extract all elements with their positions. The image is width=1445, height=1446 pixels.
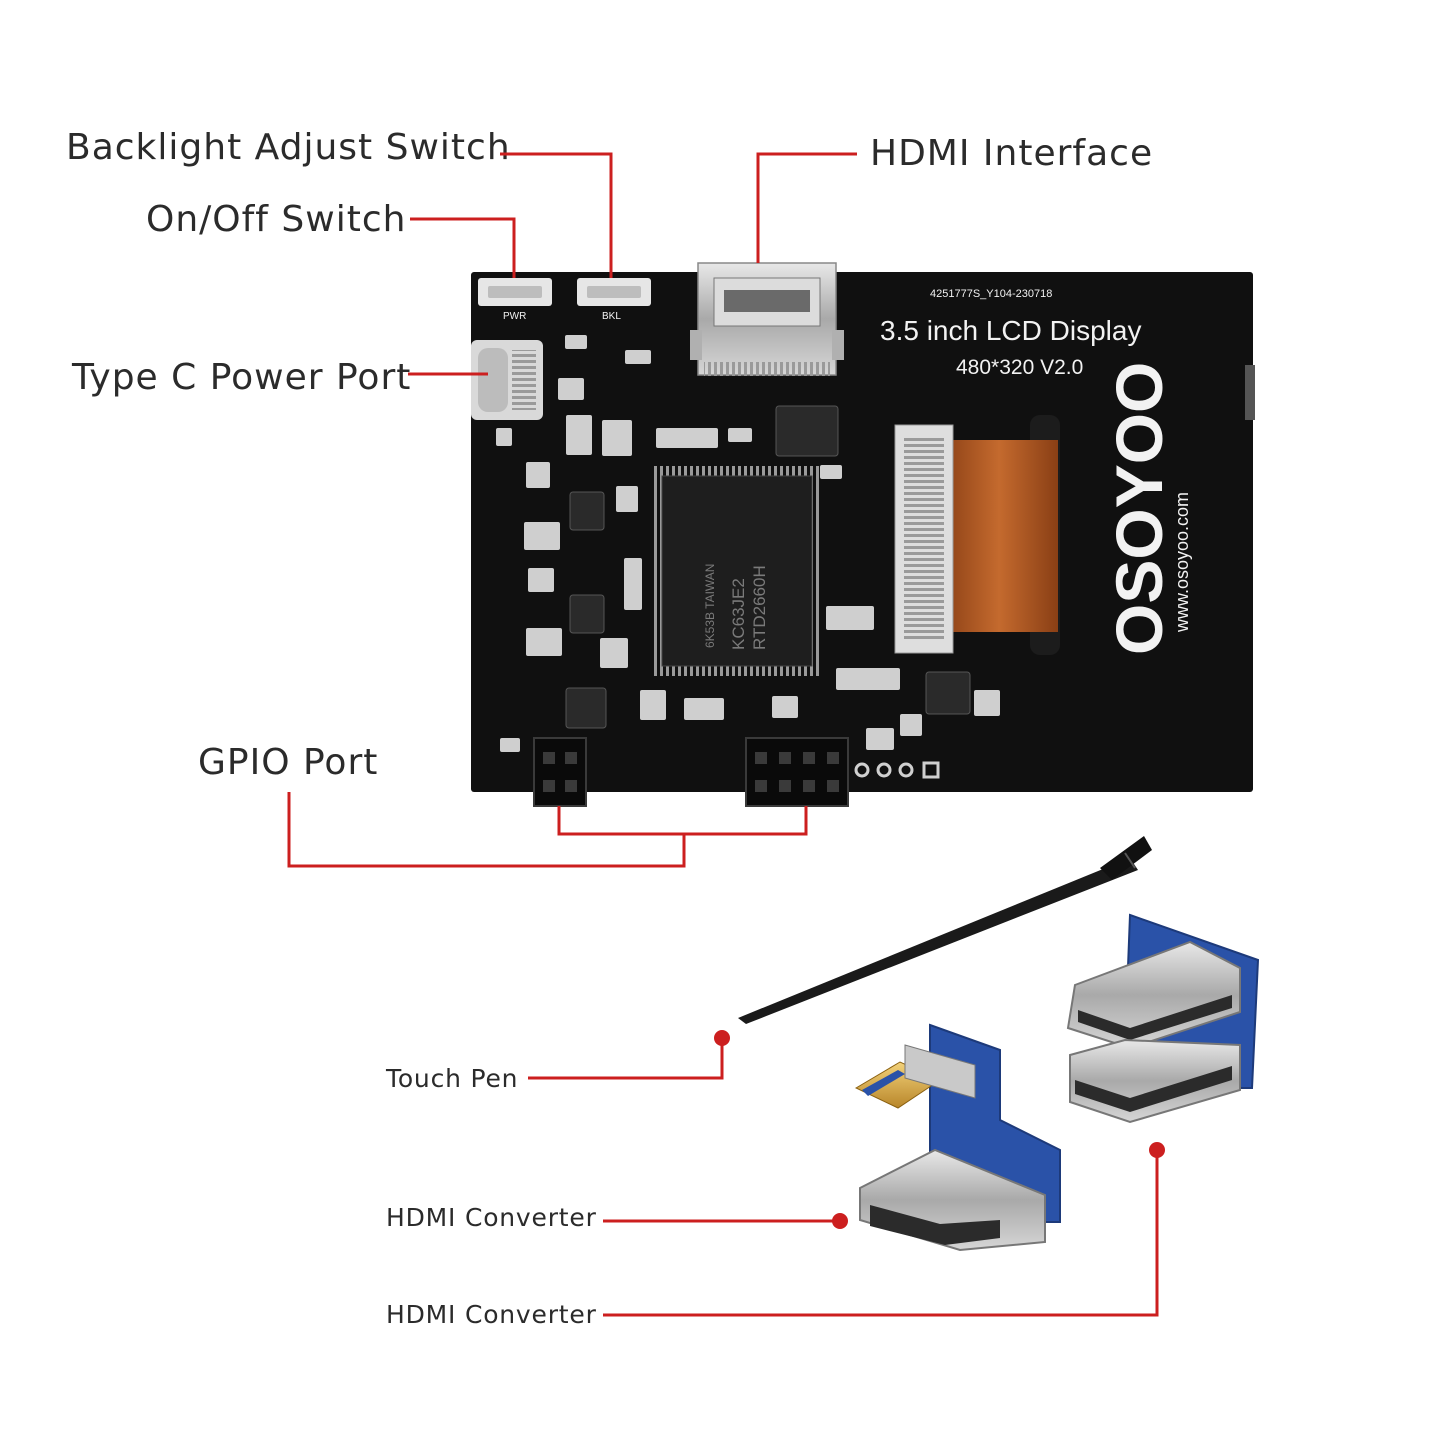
lcd-board: PWR BKL 4251777S_Y104-230718 3.5 inch LC… (471, 262, 1255, 807)
bkl-silkscreen: BKL (602, 311, 621, 322)
touch-pen (738, 836, 1152, 1024)
hdmi-converter-label-1: HDMI Converter (386, 1203, 597, 1232)
pin-pads (854, 761, 940, 779)
brand-website: www.osoyoo.com (1172, 492, 1192, 633)
bkl-switch (577, 278, 651, 306)
gpio-leader-bracket (557, 806, 808, 836)
hdmi-port (690, 262, 844, 376)
backlight-leader (500, 152, 613, 278)
gpio-leader-main (287, 792, 686, 868)
brand-logo: OSOYOO (1102, 362, 1176, 655)
hdmi-converter-angled (854, 1023, 1061, 1252)
leader-dots (714, 1030, 1165, 1229)
hdmi-converter-2-leader (603, 1152, 1159, 1317)
chip-marking-2: KC63JE2 (729, 578, 748, 650)
pwr-switch (478, 278, 552, 306)
board-title: 3.5 inch LCD Display (880, 315, 1141, 346)
main-chip: RTD2660H KC63JE2 6K53B TAIWAN (652, 466, 822, 676)
hdmi-interface-label: HDMI Interface (870, 133, 1154, 174)
chip-marking-3: 6K53B TAIWAN (703, 564, 717, 648)
hdmi-converter-straight (1066, 913, 1260, 1124)
smd-components (496, 335, 1000, 752)
leader-lines (287, 152, 1159, 1317)
onoff-leader (410, 217, 516, 278)
type-c-port (471, 340, 543, 420)
gpio-port-label: GPIO Port (198, 742, 379, 783)
chip-marking-1: RTD2660H (750, 565, 769, 650)
hdmi-interface-leader (756, 152, 857, 263)
type-c-power-port-label: Type C Power Port (72, 357, 412, 398)
board-serial: 4251777S_Y104-230718 (930, 288, 1052, 300)
board-resolution: 480*320 V2.0 (956, 356, 1083, 379)
on-off-switch-label: On/Off Switch (146, 199, 407, 240)
touch-pen-leader (528, 1038, 724, 1080)
touch-pen-label: Touch Pen (386, 1064, 519, 1093)
ic-packages (565, 405, 971, 729)
gpio-header-left (533, 737, 587, 807)
flex-cable (894, 415, 1060, 655)
gpio-header-right (745, 737, 849, 807)
pwr-silkscreen: PWR (503, 311, 526, 322)
backlight-adjust-switch-label: Backlight Adjust Switch (66, 127, 511, 168)
hdmi-converter-label-2: HDMI Converter (386, 1300, 597, 1329)
